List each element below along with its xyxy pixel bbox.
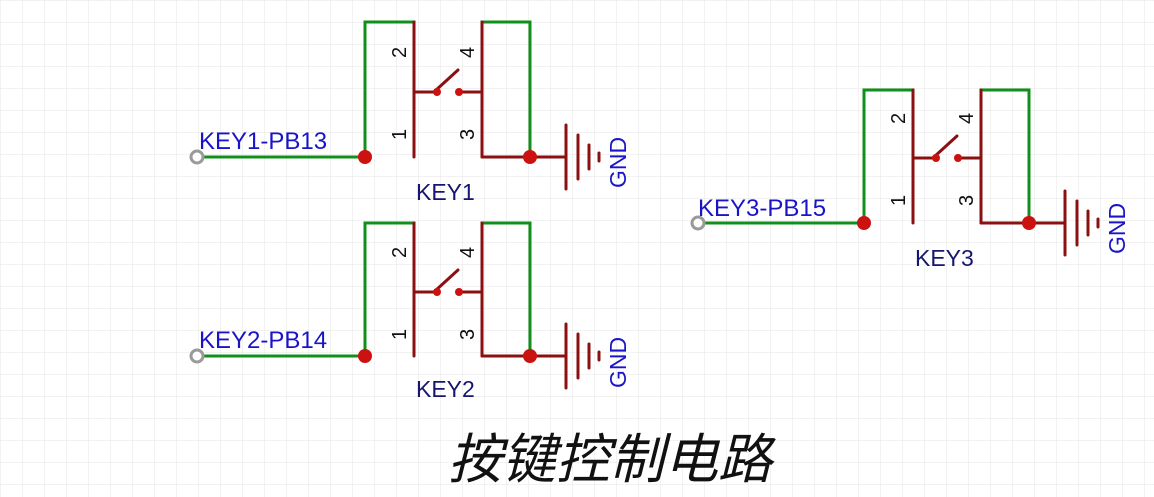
- key3-gnd-label: GND: [1104, 203, 1130, 254]
- key1-gnd-label: GND: [605, 137, 631, 188]
- key1-contact-right: [455, 88, 463, 96]
- key3-ref-label: KEY3: [915, 245, 974, 271]
- key3-contact-right: [954, 154, 962, 162]
- key3-net-label: KEY3-PB15: [698, 195, 826, 222]
- key1-switch-body: [412, 20, 484, 159]
- key3-pin1: 1: [888, 195, 910, 206]
- key1-terminal[interactable]: [189, 149, 205, 165]
- key2-ref-label: KEY2: [416, 376, 475, 402]
- key2-switch-body: [412, 221, 484, 358]
- key2-pin1: 1: [389, 329, 411, 340]
- key1-pin1: 1: [389, 129, 411, 140]
- key1-ref-label: KEY1: [416, 179, 475, 205]
- key1-pin2: 2: [389, 47, 411, 58]
- key1-gnd-symbol: [528, 123, 601, 191]
- key1-pin3: 3: [457, 129, 479, 140]
- key2-gnd-label: GND: [605, 337, 631, 388]
- key3-terminal[interactable]: [690, 215, 706, 231]
- key2-junction-right: [523, 349, 537, 363]
- key3-junction-right: [1022, 216, 1036, 230]
- key2-terminal[interactable]: [189, 348, 205, 364]
- key2-pin3: 3: [457, 329, 479, 340]
- key1-net-label: KEY1-PB13: [199, 128, 327, 155]
- key3-switch[interactable]: 2 1 4 3 GND KEY3-PB15 KEY3: [690, 88, 1130, 271]
- key1-junction-left: [358, 150, 372, 164]
- key2-pin2: 2: [389, 247, 411, 258]
- key3-switch-body: [911, 88, 983, 225]
- key2-contact-right: [455, 288, 463, 296]
- key3-pin4: 4: [956, 113, 978, 124]
- key1-switch[interactable]: 2 1 4 3 GND KEY1-PB13 KEY1: [189, 20, 631, 205]
- key3-contact-left: [932, 154, 940, 162]
- key2-contact-left: [433, 288, 441, 296]
- key2-switch[interactable]: 2 1 4 3 GND KEY2-PB14 KEY2: [189, 221, 631, 402]
- key3-pin3: 3: [956, 195, 978, 206]
- key3-pin2: 2: [888, 113, 910, 124]
- diagram-title: 按键控制电路: [448, 428, 776, 491]
- key2-net-label: KEY2-PB14: [199, 327, 327, 354]
- key2-pin4: 4: [457, 247, 479, 258]
- key1-contact-left: [433, 88, 441, 96]
- key1-junction-right: [523, 150, 537, 164]
- key1-pin4: 4: [457, 47, 479, 58]
- key3-junction-left: [857, 216, 871, 230]
- key2-junction-left: [358, 349, 372, 363]
